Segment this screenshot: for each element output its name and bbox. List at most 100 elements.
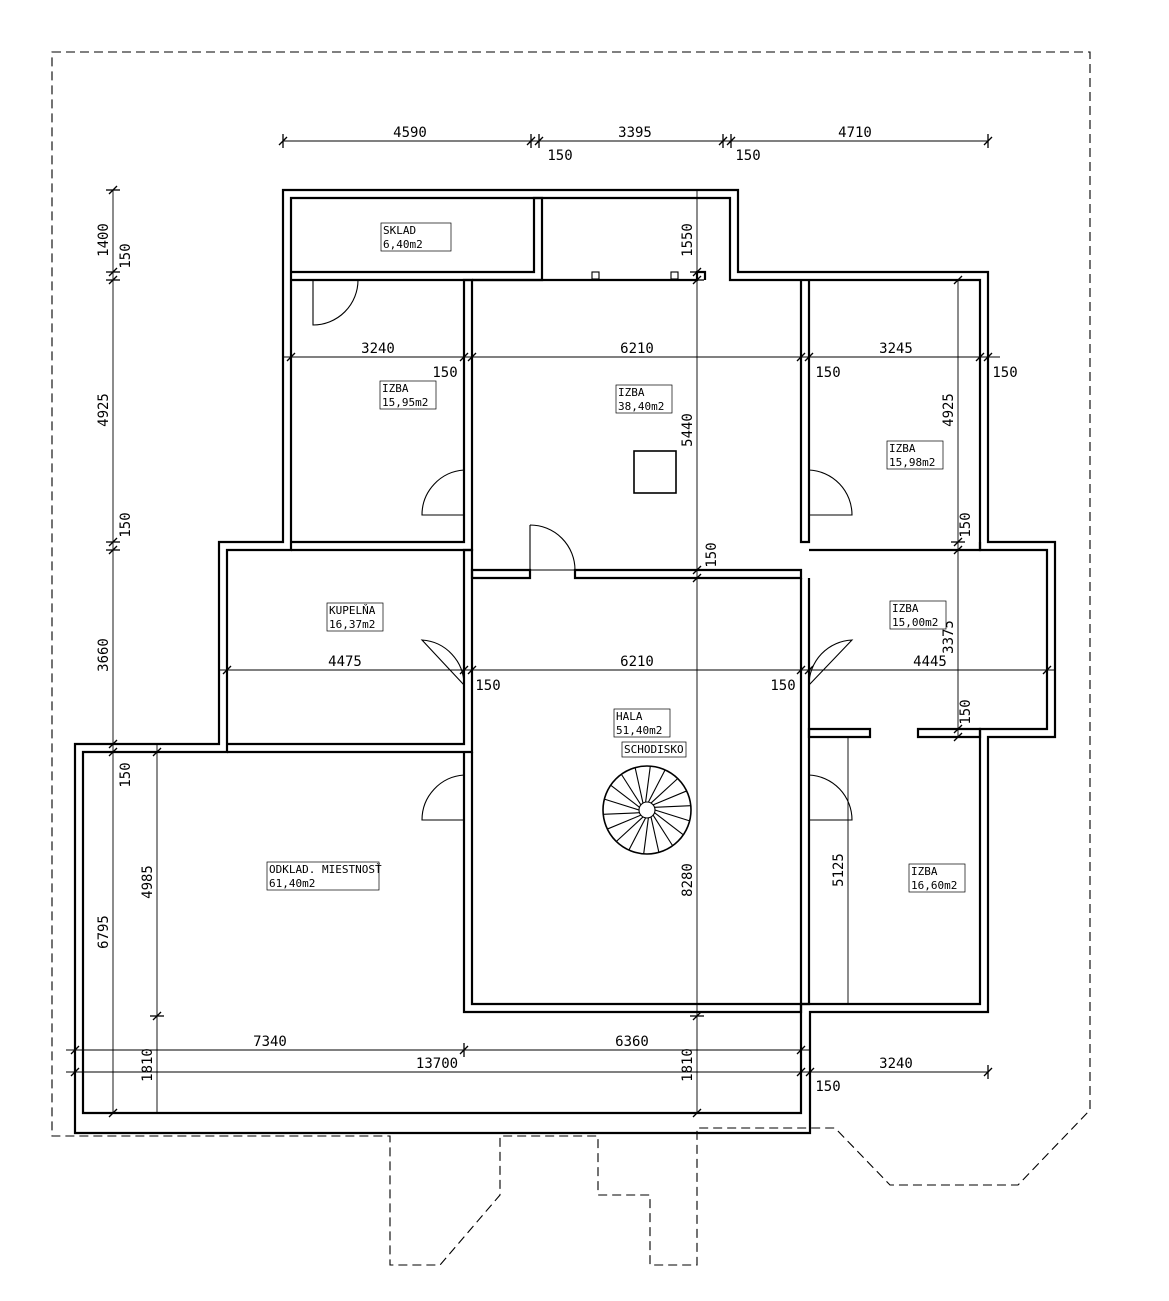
dim-label: 3240: [879, 1056, 913, 1072]
dim-label: 150: [815, 365, 840, 381]
dim-label: 150: [735, 148, 760, 164]
room-name: HALA: [616, 710, 643, 723]
stair-tread: [647, 769, 666, 803]
stair-tread: [607, 814, 642, 830]
column-marker: [591, 271, 600, 280]
dim-label: 1810: [680, 1048, 696, 1082]
room-label-izba-3: IZBA 15,98m2: [886, 440, 944, 470]
dim-label: 4710: [838, 125, 872, 141]
stair-tread: [643, 817, 649, 854]
stair-tread: [604, 798, 640, 811]
room-name: KUPELŇA: [329, 604, 376, 617]
dim-label: 6360: [615, 1034, 649, 1050]
room-area: 15,98m2: [889, 456, 935, 469]
room-name: SKLAD: [383, 224, 416, 237]
spiral-staircase: [602, 765, 692, 855]
stair-tread: [628, 817, 647, 851]
room-area: 38,40m2: [618, 400, 664, 413]
room-area: 61,40m2: [269, 877, 315, 890]
room-name: IZBA: [382, 382, 409, 395]
room-label-hala: HALA 51,40m2: [613, 708, 671, 738]
room-label-kupelna: KUPELŇA 16,37m2: [326, 602, 384, 632]
dim-label: 4925: [941, 393, 957, 427]
stair-outer-circle: [602, 765, 692, 855]
room-area: 15,95m2: [382, 396, 428, 409]
dimension-lines: [66, 140, 1055, 1113]
dim-label: 150: [118, 762, 134, 787]
dim-label: 1400: [96, 223, 112, 257]
dim-label: 6795: [96, 915, 112, 949]
doors: [312, 279, 854, 821]
stair-tread: [654, 805, 691, 808]
room-name: IZBA: [618, 386, 645, 399]
site-boundary: [51, 51, 1091, 1266]
dim-label: 3240: [361, 341, 395, 357]
room-label-schodisko: SCHODISKO: [621, 741, 687, 758]
stair-center-post: [638, 801, 656, 819]
room-area: 16,37m2: [329, 618, 375, 631]
dim-label: 3660: [96, 638, 112, 672]
room-name: IZBA: [889, 442, 916, 455]
chimney: [633, 450, 677, 494]
stair-tread: [603, 812, 640, 815]
dim-label: 1550: [680, 223, 696, 257]
stair-tread: [654, 809, 690, 822]
dim-label: 150: [958, 699, 974, 724]
dim-label: 150: [958, 512, 974, 537]
room-label-odklad: ODKLAD. MIESTNOSŤ 61,40m2: [266, 861, 382, 891]
stair-tread: [620, 773, 642, 806]
dim-label: 4985: [140, 865, 156, 899]
dim-label: 150: [992, 365, 1017, 381]
dim-label: 4475: [328, 654, 362, 670]
dim-label: 150: [547, 148, 572, 164]
dim-label: 5125: [831, 853, 847, 887]
dimension-labels: 4590 150 3395 150 4710 3240 150 6210 150…: [96, 125, 1018, 1095]
dim-label: 150: [118, 243, 134, 268]
room-label-izba-2: IZBA 38,40m2: [615, 384, 673, 414]
column-marker: [670, 271, 679, 280]
staircase-label: SCHODISKO: [624, 743, 684, 756]
room-area: 6,40m2: [383, 238, 423, 251]
room-label-izba-5: IZBA 16,60m2: [908, 863, 966, 893]
dim-label: 150: [432, 365, 457, 381]
stair-tread: [610, 784, 640, 808]
stair-tread: [654, 812, 684, 836]
dim-label: 150: [770, 678, 795, 694]
dim-label: 3245: [879, 341, 913, 357]
stair-tread: [615, 816, 644, 842]
stair-tread: [652, 814, 674, 847]
room-area: 15,00m2: [892, 616, 938, 629]
room-label-izba-4: IZBA 15,00m2: [889, 600, 947, 630]
dim-label: 150: [704, 542, 720, 567]
stair-tread: [645, 766, 651, 803]
dim-label: 150: [475, 678, 500, 694]
room-name: ODKLAD. MIESTNOSŤ: [269, 863, 382, 876]
dim-label: 5440: [680, 413, 696, 447]
walls: [73, 188, 1057, 1135]
stair-tread: [634, 767, 644, 804]
room-name: IZBA: [911, 865, 938, 878]
dim-label: 6210: [620, 341, 654, 357]
room-label-izba-1: IZBA 15,95m2: [379, 380, 437, 410]
dim-label: 8280: [680, 863, 696, 897]
dim-label: 4445: [913, 654, 947, 670]
dim-label: 3395: [618, 125, 652, 141]
dim-label: 6210: [620, 654, 654, 670]
dim-label: 1810: [140, 1048, 156, 1082]
dim-label: 4590: [393, 125, 427, 141]
room-name: IZBA: [892, 602, 919, 615]
dim-label: 7340: [253, 1034, 287, 1050]
stair-tread: [650, 778, 679, 804]
room-area: 51,40m2: [616, 724, 662, 737]
stair-tread: [650, 816, 660, 853]
dimension-ticks: [70, 134, 1052, 1118]
dim-label: 13700: [416, 1056, 458, 1072]
dim-label: 150: [118, 512, 134, 537]
room-area: 16,60m2: [911, 879, 957, 892]
room-labels: SKLAD 6,40m2 IZBA 15,95m2 IZBA 38,40m2 I…: [266, 222, 966, 893]
dim-label: 4925: [96, 393, 112, 427]
dim-label: 150: [815, 1079, 840, 1095]
room-label-sklad: SKLAD 6,40m2: [380, 222, 452, 252]
